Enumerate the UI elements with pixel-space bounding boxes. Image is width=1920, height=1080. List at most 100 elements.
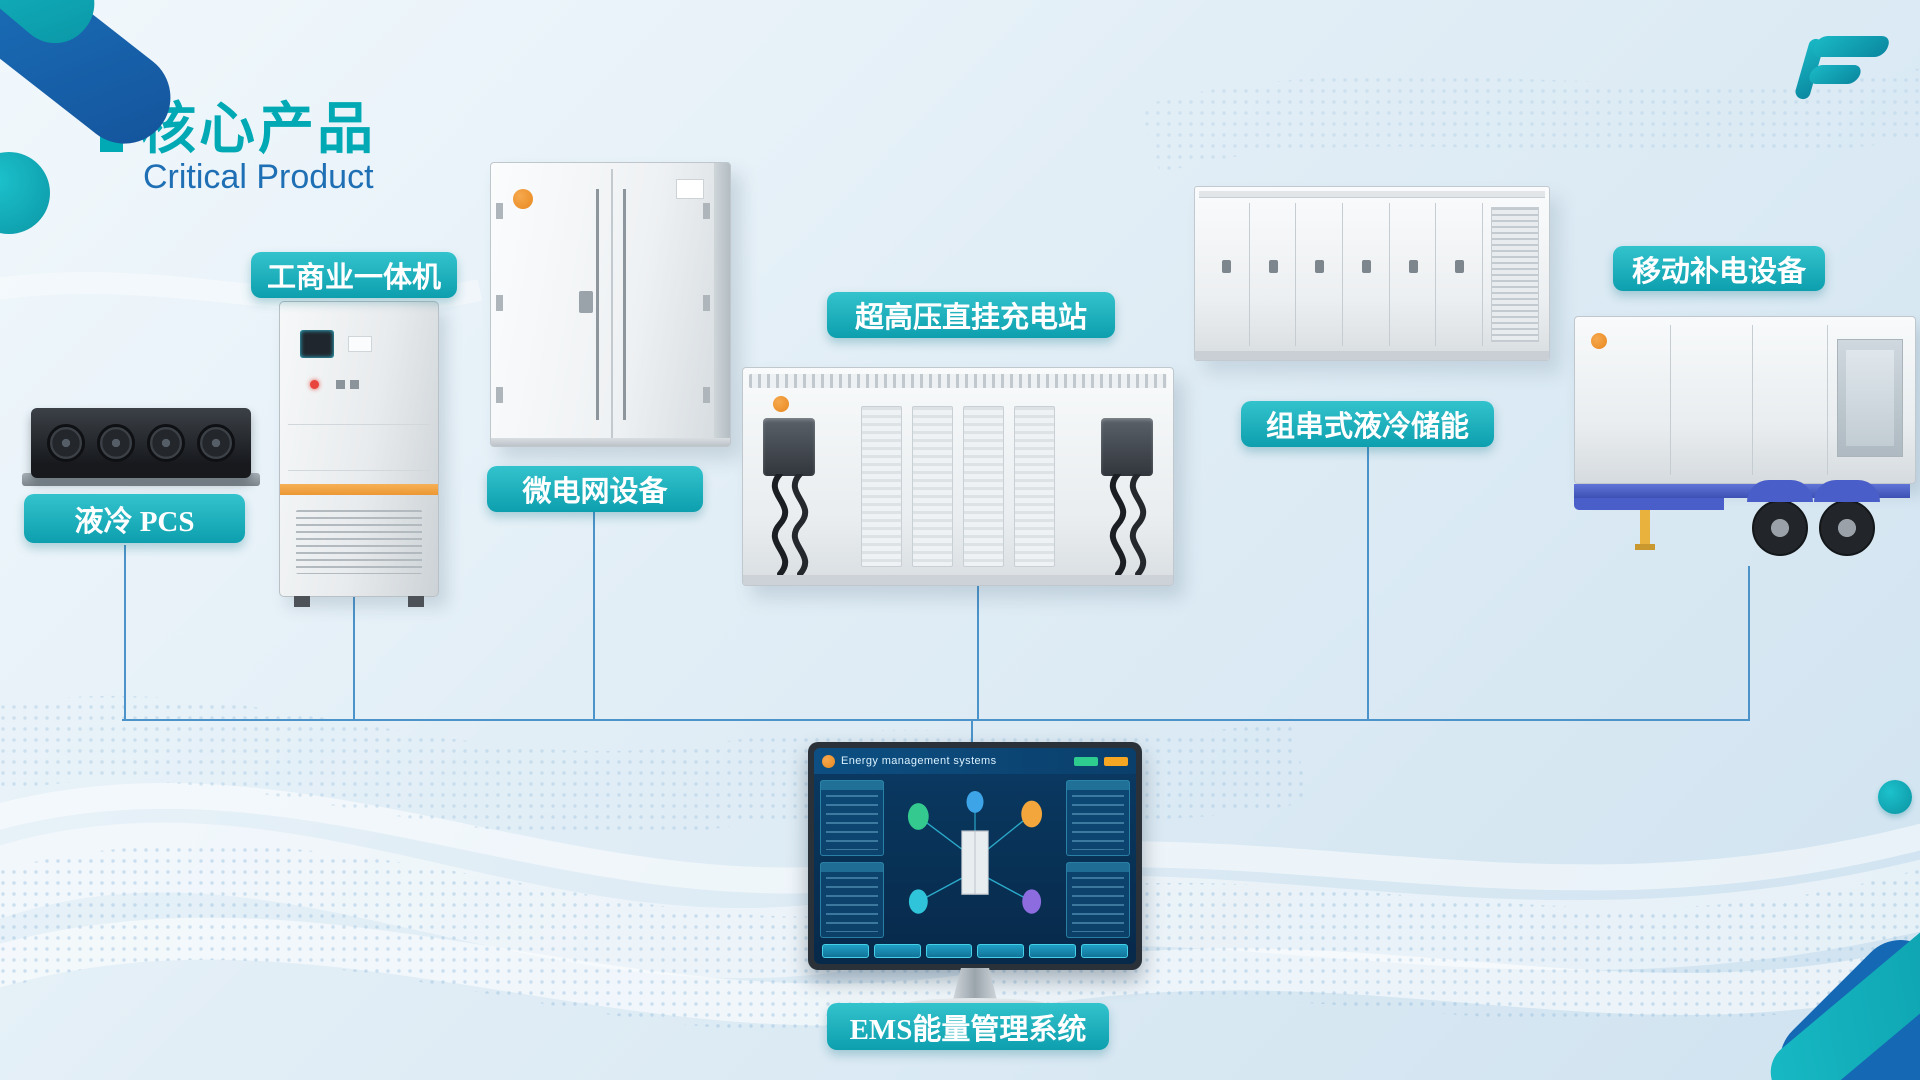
- container-door: [1436, 203, 1484, 346]
- louver-door: [1014, 406, 1055, 567]
- cabinet-foot: [294, 596, 310, 607]
- trailer-container: [1574, 316, 1916, 484]
- connector-line-all-in-one: [353, 597, 355, 721]
- label-microgrid: 微电网设备: [487, 466, 703, 512]
- container-side-panel: [714, 163, 730, 446]
- screen-button: [977, 944, 1025, 958]
- panel-seam: [288, 470, 430, 471]
- status-badge: [1074, 756, 1098, 766]
- container-top-rail: [1199, 191, 1545, 198]
- charging-cable-icon: [1109, 474, 1147, 577]
- louver-door: [963, 406, 1004, 567]
- product-image-liquid-pcs: [22, 408, 260, 486]
- wheel-fender: [1814, 480, 1880, 502]
- roof-vent: [749, 374, 1167, 388]
- equipment-bay: [1837, 339, 1903, 457]
- fan-icon: [147, 424, 185, 462]
- orange-stripe: [280, 484, 438, 495]
- ems-monitor: Energy management systems: [808, 742, 1142, 1028]
- cabinet-foot: [408, 596, 424, 607]
- brand-badge-icon: [513, 189, 533, 209]
- panel-seam: [288, 424, 430, 425]
- panel-seam: [1751, 325, 1753, 475]
- connector-line-mobile-power: [1748, 566, 1750, 721]
- louver-door: [861, 406, 902, 567]
- container-door-row: [1203, 203, 1484, 346]
- ems-button-row: [814, 944, 1136, 964]
- screen-button: [1081, 944, 1128, 958]
- charging-connector-panel: [1101, 418, 1153, 476]
- logo-stroke: [1810, 36, 1892, 57]
- door-hinge: [496, 295, 503, 311]
- status-badge: [1104, 756, 1128, 766]
- door-lock-rod: [622, 189, 626, 420]
- page-subtitle: Critical Product: [143, 158, 374, 196]
- container-door: [1343, 203, 1390, 346]
- monitor-stand: [953, 968, 997, 1000]
- charging-cable-icon: [771, 474, 809, 577]
- connector-bus-line: [122, 719, 1750, 721]
- ems-flow-diagram: [890, 780, 1060, 938]
- screen-panel: [820, 862, 884, 938]
- container-door: [1250, 203, 1297, 346]
- container-door: [1203, 203, 1250, 346]
- monitor-screen: Energy management systems: [808, 742, 1142, 970]
- landing-gear: [1635, 510, 1655, 550]
- label-all-in-one: 工商业一体机: [251, 252, 457, 298]
- decorative-dot-right: [1878, 780, 1912, 814]
- screen-panel: [1066, 780, 1130, 856]
- label-liquid-pcs: 液冷 PCS: [24, 494, 245, 543]
- door-hinge: [703, 295, 710, 311]
- label-hv-charger: 超高压直挂充电站: [827, 292, 1115, 338]
- vent-grille: [296, 510, 422, 574]
- connector-line-microgrid: [593, 512, 595, 721]
- door-handle: [578, 291, 593, 313]
- page-title: 核心产品: [140, 97, 376, 160]
- container-label-plate: [676, 179, 704, 199]
- cabinet-display-screen: [300, 330, 334, 358]
- fan-icon: [97, 424, 135, 462]
- cabinet-button: [350, 380, 359, 389]
- screen-button: [925, 944, 973, 958]
- wheel-icon: [1819, 500, 1875, 556]
- container-base: [743, 575, 1173, 585]
- screen-button: [873, 944, 921, 958]
- ems-screen: Energy management systems: [814, 748, 1136, 964]
- wheel-fender: [1747, 480, 1813, 502]
- container-base: [491, 438, 730, 446]
- trailer-gooseneck: [1574, 498, 1724, 510]
- container-door: [1296, 203, 1344, 346]
- product-image-all-in-one-cabinet: [279, 301, 439, 607]
- vent-grille: [1491, 207, 1539, 342]
- cabinet-label-plate: [348, 336, 372, 352]
- cabinet-button: [336, 380, 345, 389]
- label-string-storage: 组串式液冷储能: [1241, 401, 1494, 447]
- wheel-icon: [1752, 500, 1808, 556]
- ems-left-panels: [820, 780, 884, 938]
- label-mobile-power: 移动补电设备: [1613, 246, 1825, 291]
- connector-line-pcs: [124, 545, 126, 721]
- product-image-string-storage: [1194, 186, 1550, 361]
- ems-screen-header: Energy management systems: [814, 748, 1136, 774]
- screen-panel: [1066, 862, 1130, 938]
- panel-seam: [1826, 325, 1828, 475]
- connector-line-hv-charger: [977, 585, 979, 721]
- screen-button: [1029, 944, 1077, 958]
- screen-panel: [820, 780, 884, 856]
- fan-icon: [197, 424, 235, 462]
- brand-badge-icon: [1591, 333, 1607, 349]
- ems-right-panels: [1066, 780, 1130, 938]
- screen-button: [822, 944, 869, 958]
- product-image-hv-charging-station: [742, 367, 1174, 586]
- container-door: [1390, 203, 1437, 346]
- logo-stroke: [1806, 65, 1864, 84]
- ems-logo-icon: [822, 754, 835, 768]
- connector-line-string-storage: [1367, 447, 1369, 721]
- door-hinge: [703, 203, 710, 219]
- company-logo: [1793, 30, 1896, 116]
- indicator-led: [310, 380, 319, 389]
- door-hinge: [703, 387, 710, 403]
- louver-door: [912, 406, 953, 567]
